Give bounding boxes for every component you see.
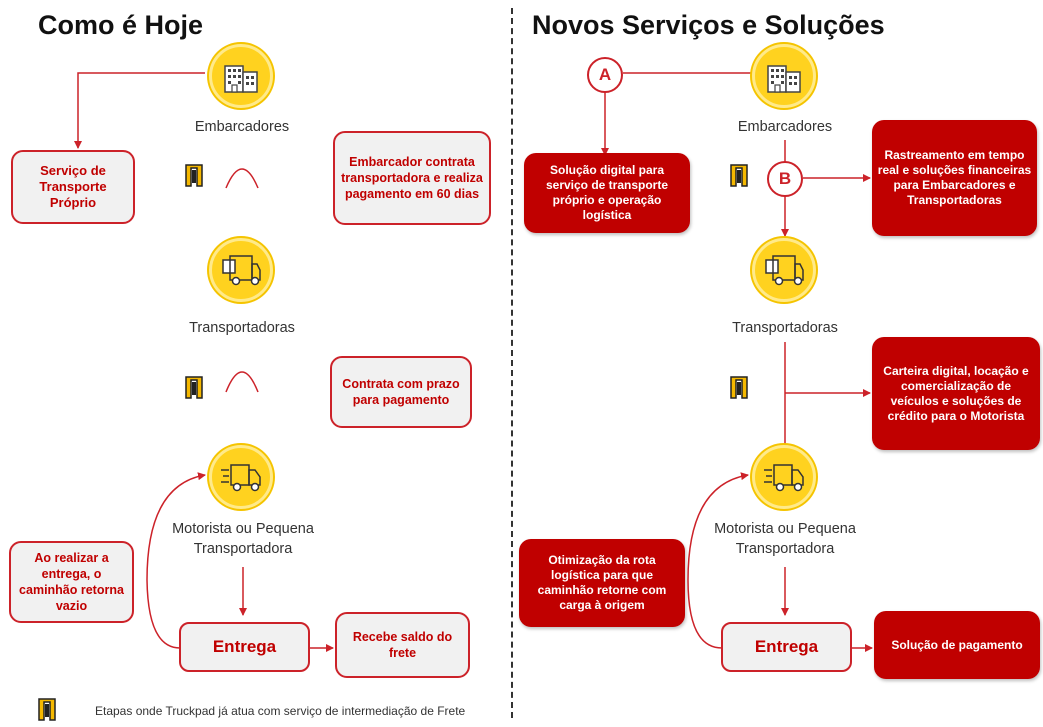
right-shippers-label: Embarcadores bbox=[737, 119, 833, 135]
truck-box-icon bbox=[209, 238, 273, 302]
fast-truck-icon bbox=[752, 445, 816, 509]
return-empty-box: Ao realizar a entrega, o caminhão retorn… bbox=[9, 541, 134, 623]
left-driver-label: Motorista ou Pequena Transportadora bbox=[148, 519, 338, 559]
truckpad-logo-icon bbox=[38, 698, 56, 722]
left-driver-label-line1: Motorista ou Pequena bbox=[172, 521, 314, 537]
wallet-box: Carteira digital, locação e comercializa… bbox=[872, 337, 1040, 450]
right-driver-label-line1: Motorista ou Pequena bbox=[714, 521, 856, 537]
tracking-box: Rastreamento em tempo real e soluções fi… bbox=[872, 120, 1037, 236]
building-icon bbox=[752, 44, 816, 108]
arrow-return-loop-r bbox=[687, 472, 749, 649]
right-driver-label-line2: Transportadora bbox=[735, 541, 835, 557]
truckpad-logo-icon bbox=[730, 376, 748, 400]
marker-b: B bbox=[767, 161, 803, 197]
balance-box: Recebe saldo do frete bbox=[335, 612, 470, 678]
fast-truck-icon bbox=[209, 445, 273, 509]
right-title: Novos Serviços e Soluções bbox=[532, 10, 885, 40]
left-driver-label-line2: Transportadora bbox=[193, 541, 293, 557]
carrier-contract-box: Contrata com prazo para pagamento bbox=[330, 356, 472, 428]
left-title: Como é Hoje bbox=[38, 10, 204, 40]
truckpad-logo-icon bbox=[185, 376, 203, 400]
right-driver-label: Motorista ou Pequena Transportadora bbox=[690, 519, 880, 559]
arrow-return-loop bbox=[146, 472, 206, 649]
section-divider bbox=[511, 8, 513, 718]
left-carriers-label: Transportadoras bbox=[189, 320, 295, 336]
route-box: Otimização da rota logística para que ca… bbox=[519, 539, 685, 627]
right-carriers-label: Transportadoras bbox=[732, 320, 838, 336]
arc-handshake-1 bbox=[225, 168, 259, 189]
truckpad-logo-icon bbox=[730, 164, 748, 188]
own-transport-box: Serviço de Transporte Próprio bbox=[11, 150, 135, 224]
legend-text: Etapas onde Truckpad já atua com serviço… bbox=[95, 704, 466, 718]
left-entrega-box: Entrega bbox=[179, 622, 310, 672]
shipper-contract-box: Embarcador contrata transportadora e rea… bbox=[333, 131, 491, 225]
arrow-shipper-to-own-transport bbox=[74, 72, 205, 149]
left-shippers-label: Embarcadores bbox=[194, 119, 290, 135]
payment-box: Solução de pagamento bbox=[874, 611, 1040, 679]
right-entrega-box: Entrega bbox=[721, 622, 852, 672]
building-icon bbox=[209, 44, 273, 108]
digital-solution-box: Solução digital para serviço de transpor… bbox=[524, 153, 690, 233]
truck-box-icon bbox=[752, 238, 816, 302]
arc-handshake-2 bbox=[225, 371, 259, 393]
truckpad-logo-icon bbox=[185, 164, 203, 188]
marker-a: A bbox=[587, 57, 623, 93]
